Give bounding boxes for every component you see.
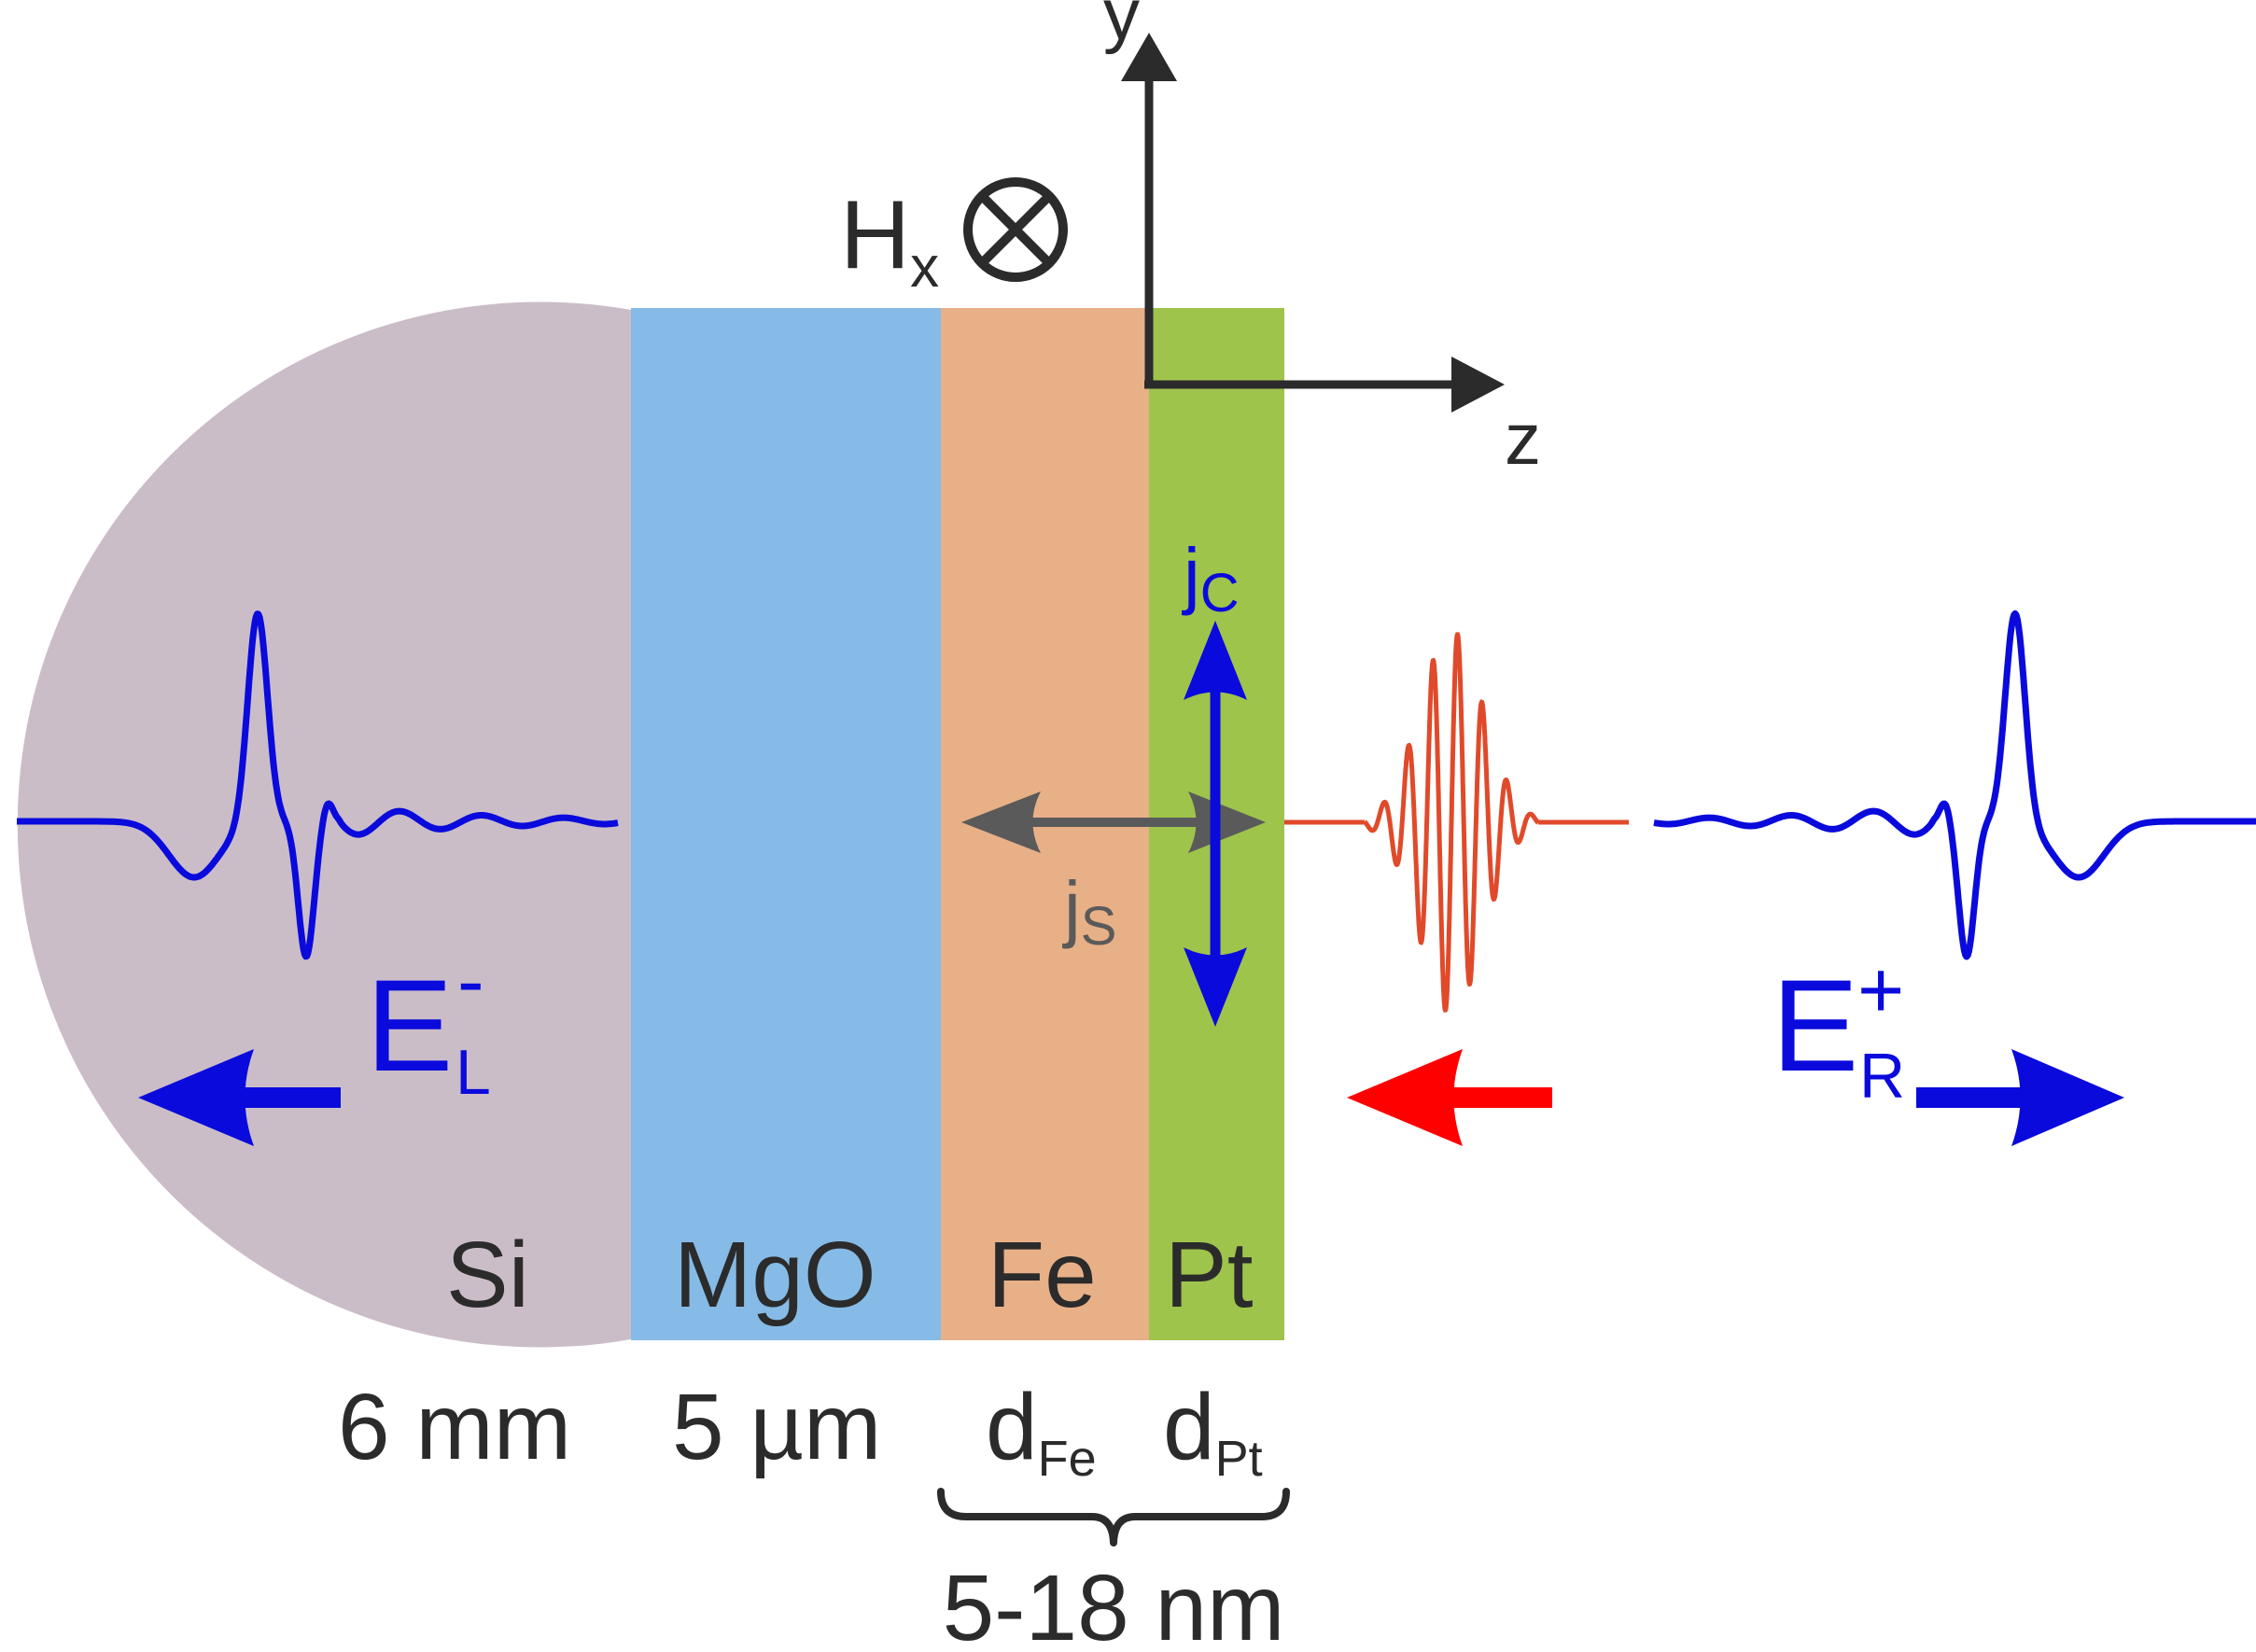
left-emission-superscript: -: [457, 936, 484, 1026]
z-axis-arrowhead: [1451, 357, 1505, 413]
right-emission-label: E: [1772, 952, 1858, 1099]
magnetic-field-indicator: Hx: [840, 177, 1068, 300]
layer-name-mgo: MgO: [674, 1223, 876, 1327]
left-emission-label: E: [366, 952, 453, 1099]
charge-current-label: jC: [1182, 533, 1240, 623]
thickness-si: 6 mm: [338, 1375, 571, 1479]
y-axis-label: y: [1103, 0, 1140, 55]
mgo-layer: [631, 308, 941, 1340]
emitted-thz-wave-right: [1651, 609, 2256, 960]
coordinate-axes: y z: [1103, 0, 1541, 480]
layer-name-fe: Fe: [988, 1223, 1097, 1327]
left-emission-arrow: [138, 1049, 341, 1146]
y-axis-arrowhead: [1121, 33, 1177, 81]
right-emission-subscript: R: [1859, 1041, 1905, 1112]
z-axis-label: z: [1505, 398, 1541, 480]
pump-laser-pulse: [1363, 632, 1540, 1013]
layer-name-si: Si: [446, 1223, 529, 1327]
thickness-mgo: 5 µm: [672, 1375, 881, 1479]
spin-current-arrow: [961, 791, 1266, 853]
thickness-pt: dPt: [1163, 1375, 1263, 1487]
right-emission-arrow: [1916, 1049, 2124, 1146]
emitted-thz-wave-left: [14, 610, 621, 960]
field-label: Hx: [840, 181, 939, 300]
charge-current-arrow: [1184, 621, 1247, 1027]
thin-film-thickness-label: 5-18 nm: [943, 1556, 1285, 1647]
into-page-icon: [963, 177, 1068, 282]
left-emission-subscript: L: [455, 1037, 491, 1108]
thickness-fe: dFe: [986, 1375, 1097, 1487]
spin-current-label: jS: [1062, 866, 1116, 957]
pump-direction-arrow: [1347, 1049, 1552, 1146]
thickness-brace: [937, 1488, 1290, 1547]
layer-name-pt: Pt: [1165, 1223, 1254, 1327]
right-emission-superscript: +: [1857, 945, 1904, 1035]
